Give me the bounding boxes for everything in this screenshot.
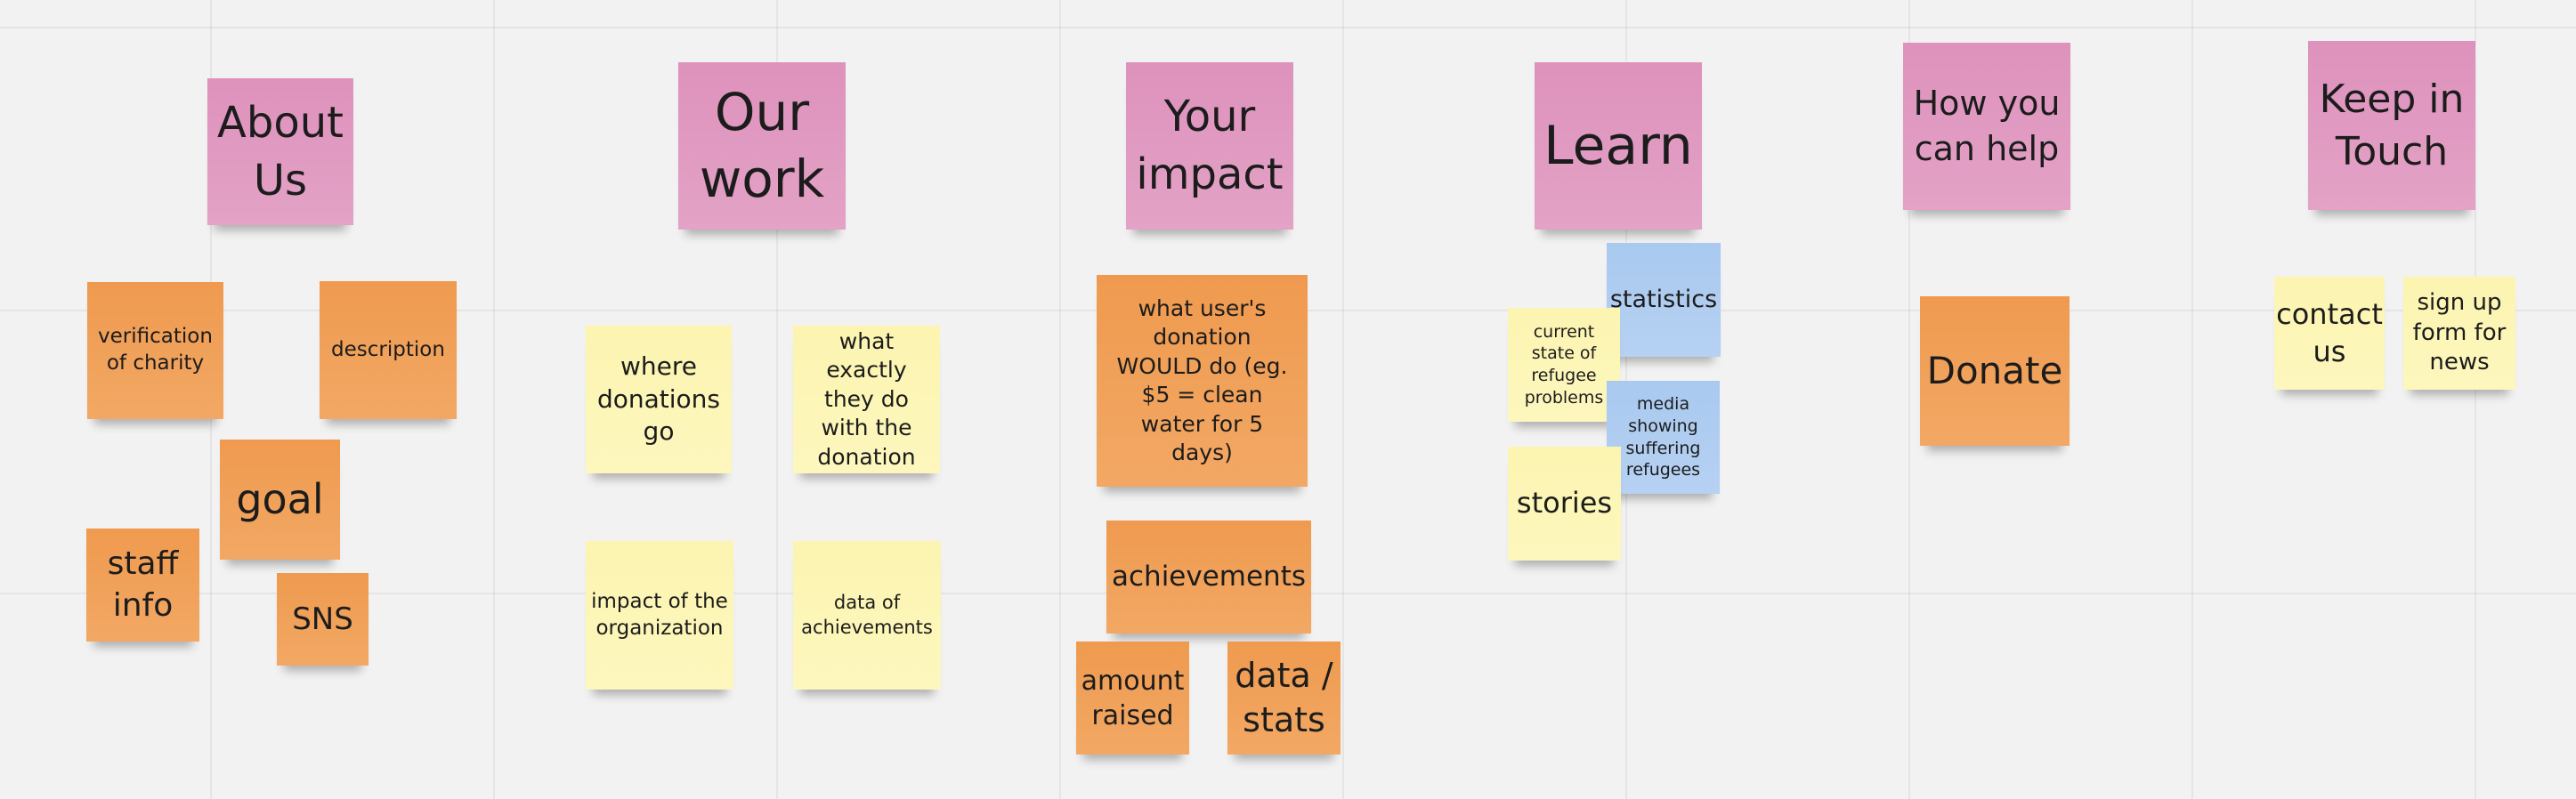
note-sns[interactable]: SNS [277,573,369,666]
note-text: Our work [699,81,825,209]
note-amount-raised[interactable]: amount raised [1076,642,1189,755]
note-text: SNS [292,601,353,637]
note-text: Your impact [1136,92,1284,199]
note-what-they-do-with-donation[interactable]: what exactly they do with the donation [793,326,940,473]
note-achievements[interactable]: achievements [1106,521,1311,634]
note-text: what exactly they do with the donation [817,327,916,470]
note-sign-up-form-for-news[interactable]: sign up form for news [2403,277,2515,390]
note-where-donations-go[interactable]: where donations go [586,326,732,473]
note-text: goal [236,474,324,523]
note-media-suffering-refugees[interactable]: media showing suffering refugees [1607,381,1720,494]
header-note-how-you-can-help[interactable]: How you can help [1903,43,2070,210]
note-text: description [331,337,445,361]
note-text: data / stats [1235,656,1333,739]
header-note-learn[interactable]: Learn [1535,62,1702,230]
note-text: verification of charity [98,325,213,375]
note-text: How you can help [1913,83,2061,168]
note-text: what user's donation WOULD do (eg. $5 = … [1116,295,1288,466]
header-note-your-impact[interactable]: Your impact [1126,62,1293,230]
note-text: About Us [217,97,344,206]
note-user-donation-would-do[interactable]: what user's donation WOULD do (eg. $5 = … [1097,275,1308,487]
header-note-our-work[interactable]: Our work [678,62,846,230]
note-verification-of-charity[interactable]: verification of charity [87,282,223,419]
note-text: statistics [1609,286,1718,314]
note-text: Learn [1543,115,1693,177]
note-text: stories [1516,486,1613,521]
note-description[interactable]: description [320,281,457,419]
note-donate[interactable]: Donate [1920,296,2070,446]
note-text: amount raised [1081,665,1185,731]
note-text: contact us [2276,296,2383,368]
header-note-about-us[interactable]: About Us [207,78,353,225]
note-impact-of-organization[interactable]: impact of the organization [586,541,733,690]
note-text: Donate [1926,348,2063,392]
note-text: sign up form for news [2412,288,2507,376]
note-data-stats[interactable]: data / stats [1227,642,1341,755]
note-text: achievements [1112,561,1307,593]
note-text: where donations go [596,351,721,447]
note-text: current state of refugee problems [1524,321,1604,408]
note-current-state-of-refugee-problems[interactable]: current state of refugee problems [1508,308,1620,422]
note-goal[interactable]: goal [220,440,340,560]
note-stories[interactable]: stories [1508,447,1621,561]
note-data-of-achievements[interactable]: data of achievements [793,541,941,690]
header-note-keep-in-touch[interactable]: Keep in Touch [2308,41,2475,210]
note-text: data of achievements [801,592,933,638]
note-text: Keep in Touch [2319,76,2465,174]
note-text: impact of the organization [591,589,728,640]
note-contact-us[interactable]: contact us [2274,277,2385,390]
note-staff-info[interactable]: staff info [86,529,199,642]
note-text: media showing suffering refugees [1625,394,1701,480]
note-text: staff info [107,545,179,624]
note-statistics[interactable]: statistics [1607,243,1721,357]
